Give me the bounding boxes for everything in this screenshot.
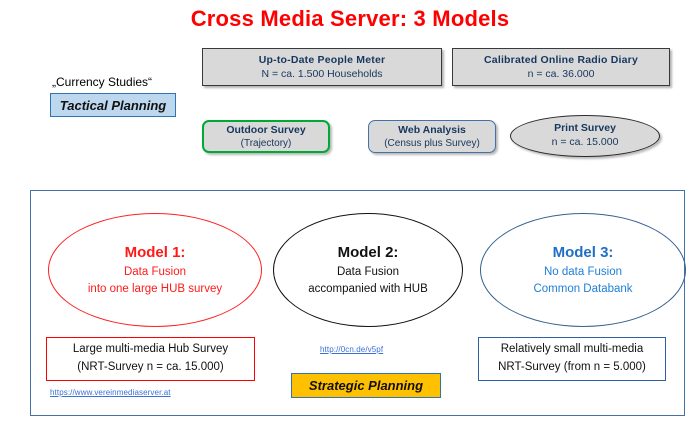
- model-title: Model 1:: [124, 243, 186, 261]
- source-name: Print Survey: [554, 122, 616, 135]
- tactical-planning-badge[interactable]: Tactical Planning: [50, 93, 176, 117]
- model-line-2: accompanied with HUB: [308, 283, 428, 296]
- model-line-1: Data Fusion: [123, 266, 186, 278]
- model-line-1: No data Fusion: [544, 266, 622, 278]
- source-box-people-meter[interactable]: Up-to-Date People Meter N = ca. 1.500 Ho…: [202, 48, 442, 86]
- model-2-ellipse[interactable]: Model 2: Data Fusion accompanied with HU…: [273, 213, 463, 327]
- source-box-outdoor-survey[interactable]: Outdoor Survey (Trajectory): [202, 120, 330, 153]
- model-line-2: into one large HUB survey: [87, 283, 223, 296]
- outcome-box-hub-survey[interactable]: Large multi-media Hub Survey (NRT-Survey…: [46, 337, 255, 381]
- outcome-line-2: NRT-Survey (from n = 5.000): [498, 361, 646, 373]
- model-title: Model 2:: [337, 243, 399, 261]
- source-detail: (Trajectory): [240, 137, 292, 149]
- model-title: Model 3:: [552, 243, 614, 261]
- source-name: Calibrated Online Radio Diary: [484, 53, 638, 66]
- source-detail: n = ca. 36.000: [527, 68, 595, 80]
- model2-reference-link[interactable]: http://0cn.de/v5pf: [320, 345, 384, 354]
- source-detail: (Census plus Survey): [384, 137, 480, 149]
- source-ellipse-print-survey[interactable]: Print Survey n = ca. 15.000: [510, 115, 660, 157]
- model-line-1: Data Fusion: [336, 266, 399, 278]
- outcome-line-1: Relatively small multi-media: [500, 343, 644, 356]
- currency-studies-label: „Currency Studies“: [52, 75, 153, 89]
- page-title: Cross Media Server: 3 Models: [190, 6, 510, 31]
- hub-survey-link[interactable]: https://www.vereinmediaserver.at: [50, 388, 171, 397]
- outcome-line-2: (NRT-Survey n = ca. 15.000): [77, 361, 224, 373]
- source-name: Outdoor Survey: [226, 123, 306, 136]
- source-box-web-analysis[interactable]: Web Analysis (Census plus Survey): [368, 120, 496, 153]
- model-1-ellipse[interactable]: Model 1: Data Fusion into one large HUB …: [48, 213, 262, 327]
- outcome-line-1: Large multi-media Hub Survey: [72, 343, 229, 356]
- strategic-planning-badge[interactable]: Strategic Planning: [291, 373, 441, 398]
- model-line-2: Common Databank: [533, 283, 633, 296]
- source-detail: n = ca. 15.000: [551, 136, 619, 148]
- source-box-radio-diary[interactable]: Calibrated Online Radio Diary n = ca. 36…: [452, 48, 670, 86]
- source-detail: N = ca. 1.500 Households: [261, 68, 383, 80]
- source-name: Web Analysis: [398, 123, 466, 136]
- source-name: Up-to-Date People Meter: [258, 53, 386, 66]
- outcome-box-small-survey[interactable]: Relatively small multi-media NRT-Survey …: [478, 337, 666, 381]
- model-3-ellipse[interactable]: Model 3: No data Fusion Common Databank: [480, 213, 686, 327]
